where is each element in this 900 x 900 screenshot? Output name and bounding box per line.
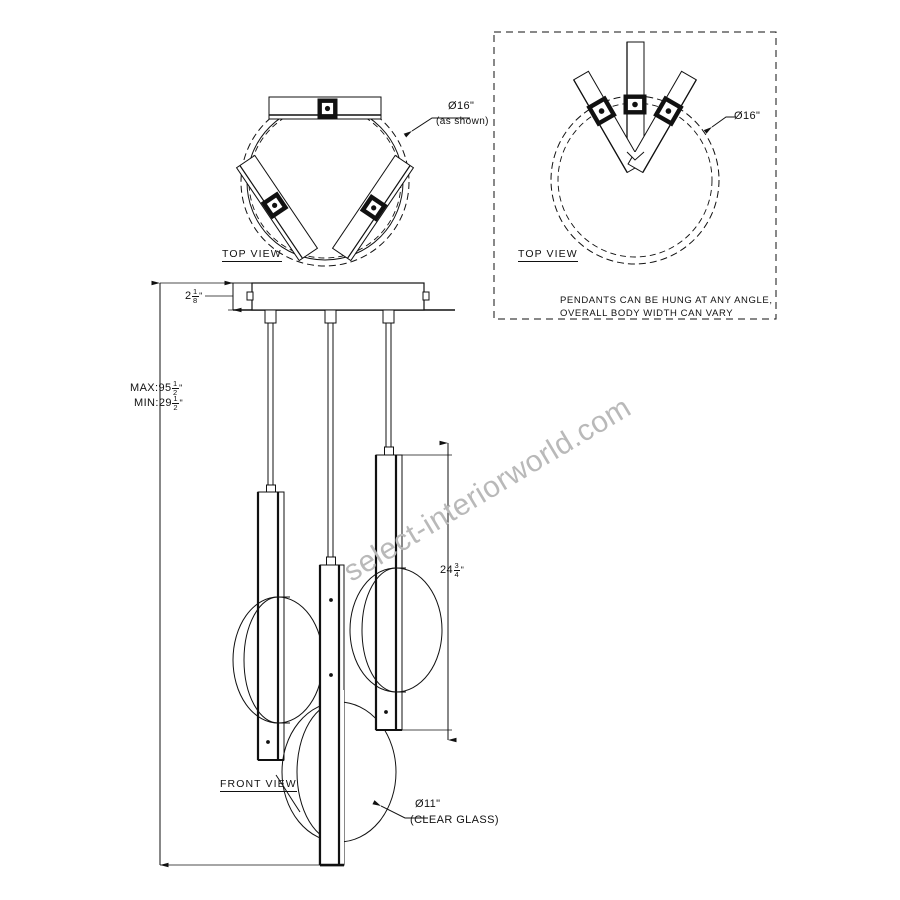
glass-material-label: (CLEAR GLASS) bbox=[410, 814, 499, 826]
min-drop-prefix: MIN: bbox=[134, 396, 159, 409]
max-drop-whole: 95 bbox=[158, 381, 172, 394]
canopy-height-unit: " bbox=[199, 290, 203, 301]
top-view-right-note: PENDANTS CAN BE HUNG AT ANY ANGLE, OVERA… bbox=[560, 295, 772, 321]
max-drop-prefix: MAX: bbox=[130, 381, 159, 394]
min-drop-whole: 29 bbox=[158, 396, 172, 409]
top-view-right-diameter-label: Ø16" bbox=[734, 110, 761, 122]
canopy-height-whole: 2 bbox=[185, 289, 192, 302]
front-view-geometry bbox=[151, 280, 457, 868]
canopy-height-denominator: 8 bbox=[192, 295, 199, 305]
body-height-whole: 24 bbox=[440, 563, 454, 576]
max-drop-numerator: 1 bbox=[173, 379, 178, 388]
top-view-left-geometry bbox=[235, 96, 470, 267]
min-drop-denominator: 2 bbox=[172, 402, 179, 412]
min-drop-unit: " bbox=[179, 397, 184, 408]
max-drop-denominator: 2 bbox=[172, 387, 179, 397]
canopy-height-numerator: 1 bbox=[193, 287, 198, 296]
top-view-left-diameter-note: (as shown) bbox=[436, 116, 489, 127]
top-view-right-note-line-2: OVERALL BODY WIDTH CAN VARY bbox=[560, 307, 734, 319]
front-view-title: FRONT VIEW bbox=[220, 778, 297, 793]
glass-diameter-label: Ø11" bbox=[415, 798, 441, 810]
top-view-right-title: TOP VIEW bbox=[518, 248, 578, 263]
max-drop-unit: " bbox=[179, 382, 183, 393]
min-drop-numerator: 1 bbox=[173, 394, 178, 403]
body-height-numerator: 3 bbox=[454, 561, 460, 570]
top-view-right-note-line-1: PENDANTS CAN BE HUNG AT ANY ANGLE, bbox=[560, 295, 773, 306]
top-view-left-diameter-label: Ø16" bbox=[448, 100, 475, 112]
body-height-unit: " bbox=[460, 564, 465, 575]
top-view-right-geometry bbox=[493, 31, 777, 320]
sheet-top-margin bbox=[0, 0, 900, 11]
top-view-left-title: TOP VIEW bbox=[222, 248, 282, 263]
body-height-denominator: 4 bbox=[453, 569, 461, 579]
